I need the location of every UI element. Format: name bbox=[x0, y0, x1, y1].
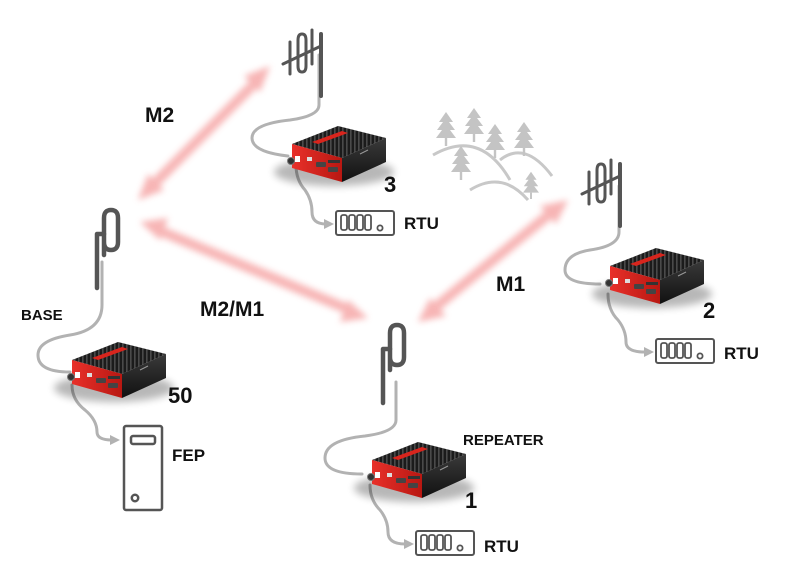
yagi-antenna-station3 bbox=[281, 28, 323, 98]
cable-repeater-rtu bbox=[368, 483, 407, 546]
link-label-m1: M1 bbox=[496, 273, 525, 296]
cable-arrowheads bbox=[110, 219, 654, 549]
repeater-rtu-label: RTU bbox=[484, 537, 519, 556]
yagi-antenna-station2 bbox=[580, 158, 622, 228]
radio-modem-station3[interactable] bbox=[274, 126, 394, 186]
rtu-icon-station3[interactable] bbox=[335, 210, 395, 236]
base-role-label: BASE bbox=[21, 307, 63, 324]
station2-rtu-label: RTU bbox=[724, 344, 759, 363]
cable-station2-rtu bbox=[606, 292, 647, 354]
station3-rtu-label: RTU bbox=[404, 214, 439, 233]
radio-modem-station2[interactable] bbox=[592, 248, 712, 308]
fep-label: FEP bbox=[172, 446, 205, 465]
link-arrow-m1 bbox=[418, 200, 568, 322]
radio-modem-repeater[interactable] bbox=[354, 442, 474, 502]
link-arrow-m2 bbox=[138, 66, 270, 200]
station3-address-label: 3 bbox=[384, 172, 396, 197]
repeater-role-label: REPEATER bbox=[463, 432, 544, 449]
rtu-icon-repeater[interactable] bbox=[415, 530, 475, 556]
link-arrow-m2m1 bbox=[140, 218, 368, 322]
link-label-m2: M2 bbox=[145, 104, 174, 127]
repeater-address-label: 1 bbox=[465, 488, 477, 513]
fep-server-icon[interactable] bbox=[122, 424, 164, 512]
rtu-icon-station2[interactable] bbox=[655, 338, 715, 364]
radio-modem-base[interactable] bbox=[54, 342, 174, 402]
cable-base-antenna bbox=[36, 260, 104, 374]
cable-station2-antenna bbox=[563, 184, 621, 286]
cable-base-fep bbox=[70, 383, 114, 442]
cable-station3-antenna bbox=[250, 53, 321, 158]
forest-hills-icon bbox=[432, 108, 554, 201]
cable-repeater-antenna bbox=[323, 380, 398, 476]
whip-antenna-base bbox=[97, 210, 118, 288]
station2-address-label: 2 bbox=[703, 298, 715, 323]
base-address-label: 50 bbox=[168, 383, 192, 408]
whip-antenna-repeater bbox=[383, 325, 404, 403]
link-label-m2m1: M2/M1 bbox=[200, 298, 265, 321]
